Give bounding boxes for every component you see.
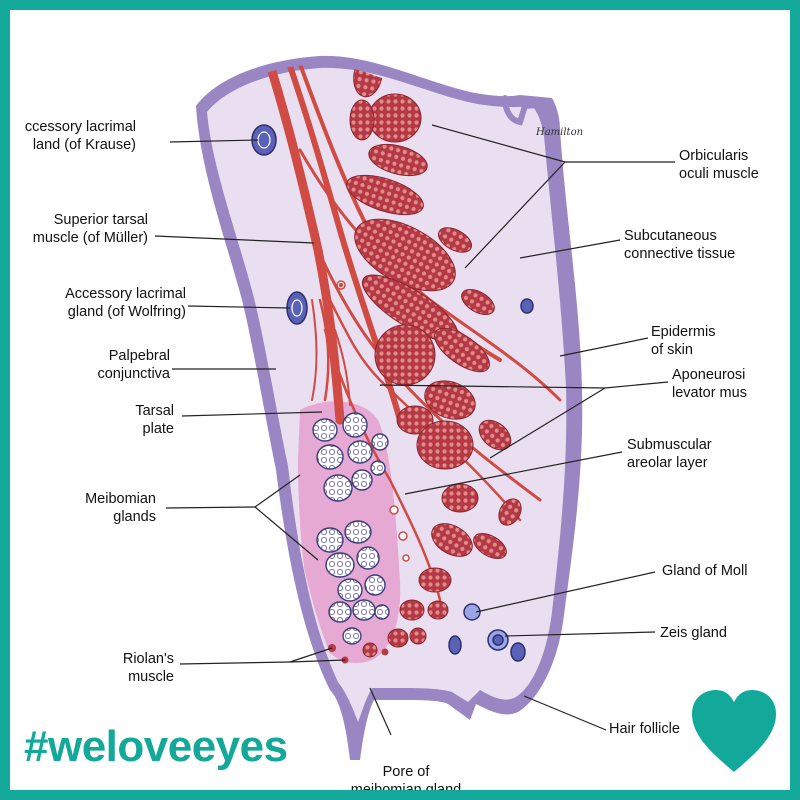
hashtag-text: #weloveeyes xyxy=(24,722,288,771)
label-gland-of-moll: Gland of Moll xyxy=(662,563,748,579)
label-hair-follicle: Hair follicle xyxy=(609,721,680,737)
artist-signature: Hamilton xyxy=(535,127,583,138)
orbicularis-muscle-bundles xyxy=(346,64,522,658)
skin-fold xyxy=(502,95,551,126)
label-zeis-gland: Zeis gland xyxy=(660,625,727,641)
small-vessels xyxy=(336,280,410,562)
heart-icon xyxy=(692,690,776,772)
leader-lines xyxy=(154,124,675,736)
eyelid-inner-tissue xyxy=(207,67,567,722)
meibomian-gland-acini xyxy=(312,412,390,645)
lid-margin-glands xyxy=(448,298,534,662)
